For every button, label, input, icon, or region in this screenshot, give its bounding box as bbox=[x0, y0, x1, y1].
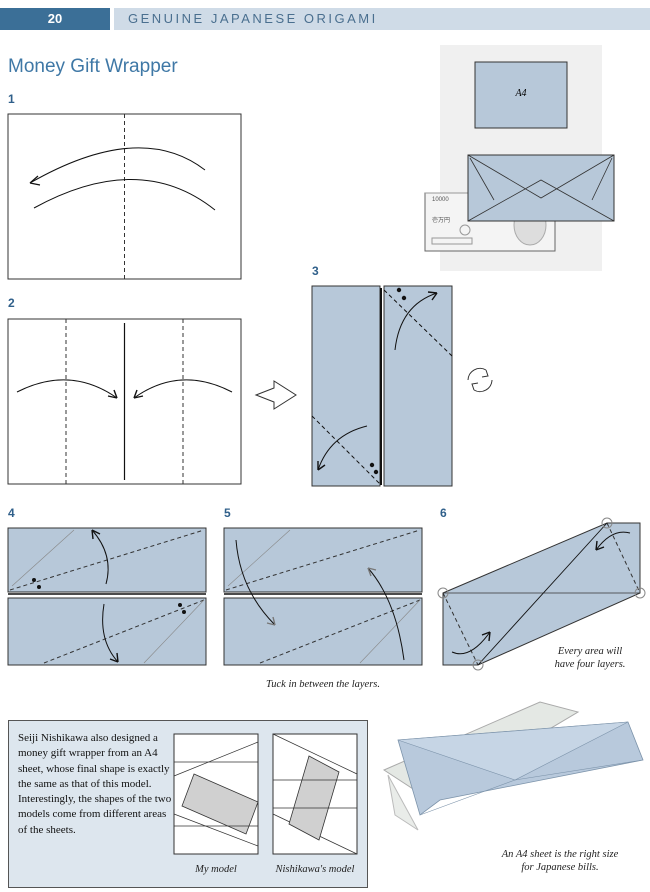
photo-caption: An A4 sheet is the right size for Japane… bbox=[501, 849, 619, 873]
note-text: Seiji Nishikawa also designed a money gi… bbox=[18, 732, 172, 836]
nishikawa-model-crease-pattern bbox=[272, 733, 358, 855]
step-3-label: 3 bbox=[312, 264, 319, 278]
step-2-label: 2 bbox=[8, 296, 15, 310]
turn-over-icon bbox=[467, 367, 493, 393]
a4-sheet-label: A4 bbox=[515, 88, 527, 99]
page-number: 20 bbox=[0, 8, 110, 30]
book-title: GENUINE JAPANESE ORIGAMI bbox=[114, 8, 650, 30]
bill-denomination: 壱万円 bbox=[432, 218, 451, 224]
my-model-caption: My model bbox=[195, 864, 237, 875]
step-4-label: 4 bbox=[8, 506, 15, 520]
step-2-right-arrow bbox=[133, 379, 233, 399]
note-box: Seiji Nishikawa also designed a money gi… bbox=[8, 720, 368, 888]
step-1-sheet bbox=[7, 113, 242, 280]
step-6-label: 6 bbox=[440, 506, 447, 520]
page-title: Money Gift Wrapper bbox=[8, 56, 178, 77]
step-5-label: 5 bbox=[224, 506, 231, 520]
step-1-fold-arrow bbox=[29, 147, 216, 211]
step-1-arrow-head bbox=[29, 175, 41, 186]
step-1-label: 1 bbox=[8, 92, 15, 106]
step-5-caption: Tuck in between the layers. bbox=[265, 679, 380, 690]
step-6-caption: Every area will have four layers. bbox=[554, 646, 626, 670]
step-2-left-arrow bbox=[16, 379, 118, 399]
my-model-crease-pattern bbox=[173, 733, 259, 855]
nishikawa-model-caption: Nishikawa's model bbox=[275, 864, 355, 875]
bill-serial: 10000 bbox=[432, 197, 449, 203]
next-step-arrow bbox=[254, 380, 297, 410]
